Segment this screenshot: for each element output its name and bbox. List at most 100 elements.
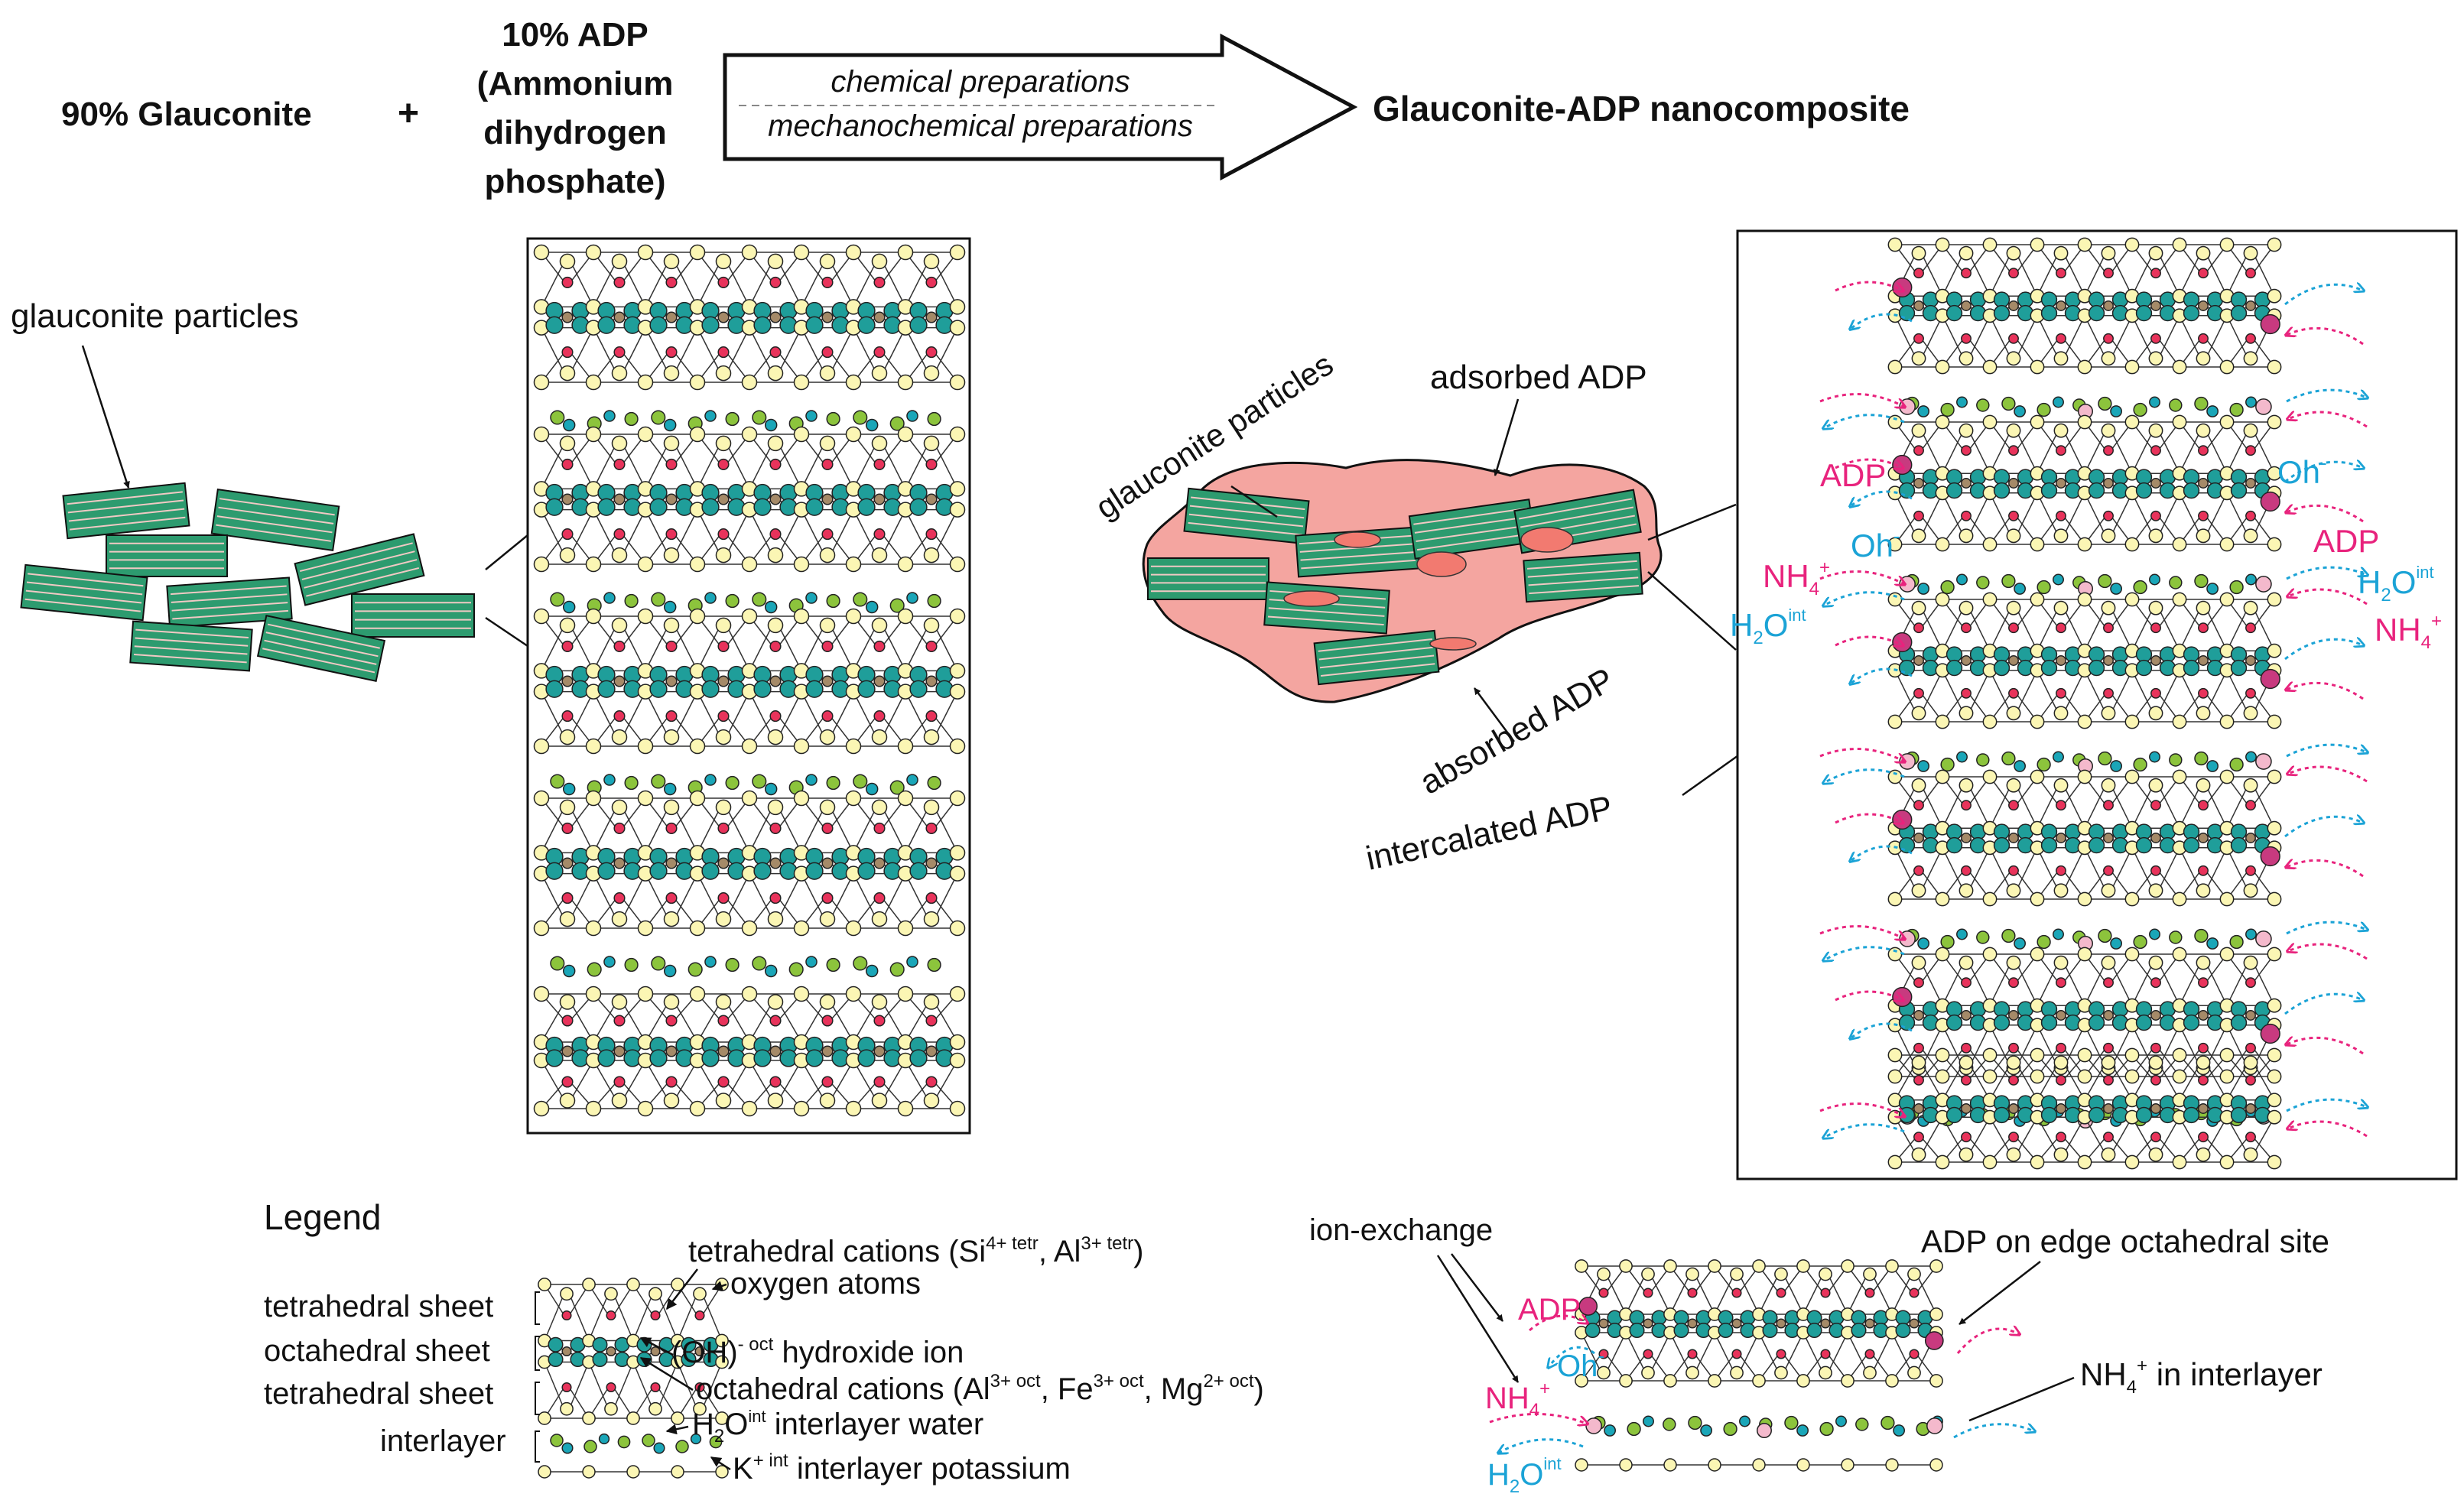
oxygen-atom xyxy=(2077,414,2092,430)
oxygen-atom xyxy=(2243,528,2258,544)
interlayer-potassium xyxy=(2206,583,2219,595)
oxygen-atom xyxy=(663,729,680,745)
oxygen-atom xyxy=(2124,947,2140,962)
tetrahedral-cation xyxy=(2198,865,2209,876)
octahedral-cation xyxy=(1913,1103,1924,1114)
hydroxide-ion xyxy=(857,498,876,516)
oxygen-atom xyxy=(2148,1147,2163,1162)
interlayer-potassium xyxy=(906,592,918,604)
octahedral-cation xyxy=(613,1045,626,1057)
absorbed-adp-pocket xyxy=(1520,527,1574,553)
octahedral-cation xyxy=(769,675,782,687)
particle-layer-line xyxy=(265,632,379,658)
tetrahedral-cation xyxy=(1961,1074,1972,1086)
composite-particle xyxy=(1263,581,1390,635)
oxygen-atom xyxy=(663,547,680,563)
oxygen-atom xyxy=(1935,1047,1950,1063)
interlayer-water xyxy=(587,962,602,977)
oxygen-atom xyxy=(2077,1047,2092,1063)
oxygen-atom xyxy=(1752,1259,1766,1273)
oxygen-atom xyxy=(1982,1154,1998,1170)
hydroxide-ion xyxy=(1898,836,1916,854)
oxygen-atom xyxy=(1935,891,1950,907)
oxygen-atom xyxy=(671,1465,684,1479)
oxygen-atom xyxy=(1774,1267,1788,1281)
oxygen-atom xyxy=(2148,528,2163,544)
interlayer-water xyxy=(1940,757,1955,772)
octahedral-cation xyxy=(2103,655,2114,666)
tetrahedral-cation xyxy=(925,640,938,652)
exchange-arrows xyxy=(1819,281,2367,1138)
oxygen-atom xyxy=(767,547,784,563)
oxygen-atom xyxy=(533,556,550,573)
oxygen-atom xyxy=(1982,237,1998,252)
oxygen-atom xyxy=(2124,1154,2140,1170)
tetrahedral-cation xyxy=(613,710,626,723)
interlayer-potassium xyxy=(1893,1424,1905,1437)
hydroxide-ion xyxy=(545,316,564,334)
tetrahedral-cation xyxy=(2245,977,2256,989)
oxygen-atom xyxy=(845,244,862,261)
oxygen-atom xyxy=(663,911,680,927)
oxygen-atom xyxy=(1959,706,1974,721)
octahedral-cation xyxy=(2008,1103,2019,1114)
plus-sign: + xyxy=(398,93,419,134)
interlayer-water xyxy=(889,780,905,795)
particle-layer-line xyxy=(1416,524,1530,542)
hydroxide-ion xyxy=(1762,1322,1778,1339)
tetrahedral-cation xyxy=(665,276,678,288)
oxygen-atom xyxy=(611,253,628,270)
tetrahedral-cation xyxy=(2150,445,2161,456)
tetrahedral-cation xyxy=(561,1382,572,1393)
interlayer-water xyxy=(853,774,868,789)
octahedral-cation xyxy=(2008,478,2019,489)
outgoing-oh-arrow xyxy=(2284,817,2363,838)
oxygen-atom xyxy=(611,729,628,745)
ammonium-ion xyxy=(1926,1417,1943,1434)
oxygen-atom xyxy=(845,920,862,937)
oxygen-atom xyxy=(533,790,550,807)
composite-particle xyxy=(1523,551,1643,603)
interlayer-water xyxy=(927,593,941,609)
incoming-adp-arrow xyxy=(1529,1316,1587,1332)
oxygen-atom xyxy=(1911,600,1926,615)
oxygen-atom xyxy=(897,556,914,573)
adp-edge-site xyxy=(1924,1331,1944,1350)
oxygen-atom xyxy=(2077,537,2092,552)
hydroxide-ion xyxy=(805,316,824,334)
hydroxide-ion xyxy=(753,316,772,334)
oxygen-atom xyxy=(2219,1154,2235,1170)
particle-layer-line xyxy=(262,648,375,674)
oxygen-atom xyxy=(533,244,550,261)
oxygen-atom xyxy=(2053,600,2069,615)
oxygen-atom xyxy=(1935,769,1950,784)
oxygen-atom xyxy=(2030,537,2045,552)
edge-site-label: ADP on edge octahedral site xyxy=(1921,1223,2329,1259)
oxygen-atom xyxy=(1575,1374,1588,1388)
legend-title: Legend xyxy=(264,1197,382,1237)
particle-body xyxy=(1147,557,1269,600)
hydroxide-ion xyxy=(1585,1322,1601,1339)
oxygen-atom xyxy=(2101,883,2116,898)
interlayer-water xyxy=(2194,396,2209,411)
particle-layer-line xyxy=(172,609,289,620)
oxygen-atom xyxy=(2030,714,2045,729)
octahedral-cation xyxy=(1961,478,1972,489)
tetrahedral-cation xyxy=(2008,1132,2019,1143)
oxygen-atom xyxy=(2124,1069,2140,1084)
tetrahedral-cation xyxy=(1961,865,1972,876)
hydroxide-ion xyxy=(805,498,824,516)
hydroxide-ion xyxy=(2040,659,2058,677)
glauconite-particle xyxy=(210,489,340,551)
absorbed-label: absorbed ADP xyxy=(1414,661,1620,801)
oxygen-atom xyxy=(2148,778,2163,793)
interlayer-potassium xyxy=(2014,405,2026,417)
oxygen-atom xyxy=(2124,359,2140,375)
octahedral-cation xyxy=(2150,1103,2161,1114)
interlayer-water xyxy=(2194,928,2209,943)
oxygen-atom xyxy=(949,1052,966,1069)
oxygen-atom xyxy=(845,790,862,807)
interlayer-potassium xyxy=(663,418,677,432)
oxygen-atom xyxy=(611,911,628,927)
tetrahedral-cation xyxy=(873,822,886,834)
